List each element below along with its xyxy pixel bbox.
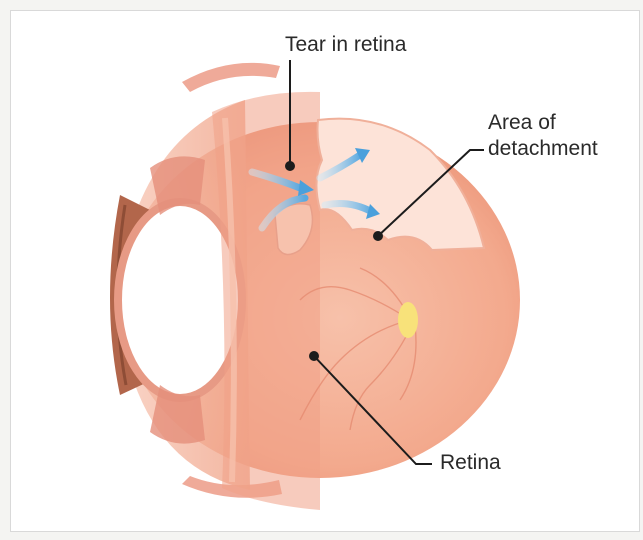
tear-label: Tear in retina — [285, 32, 406, 58]
marker-area — [374, 232, 382, 240]
area-label: Area of detachment — [488, 110, 598, 162]
area-label-line1: Area of — [488, 110, 598, 136]
optic-disc — [398, 302, 418, 338]
marker-tear — [286, 162, 294, 170]
retina-label: Retina — [440, 450, 501, 476]
marker-retina — [310, 352, 318, 360]
area-label-line2: detachment — [488, 136, 598, 162]
upper-eyelid — [182, 63, 280, 92]
